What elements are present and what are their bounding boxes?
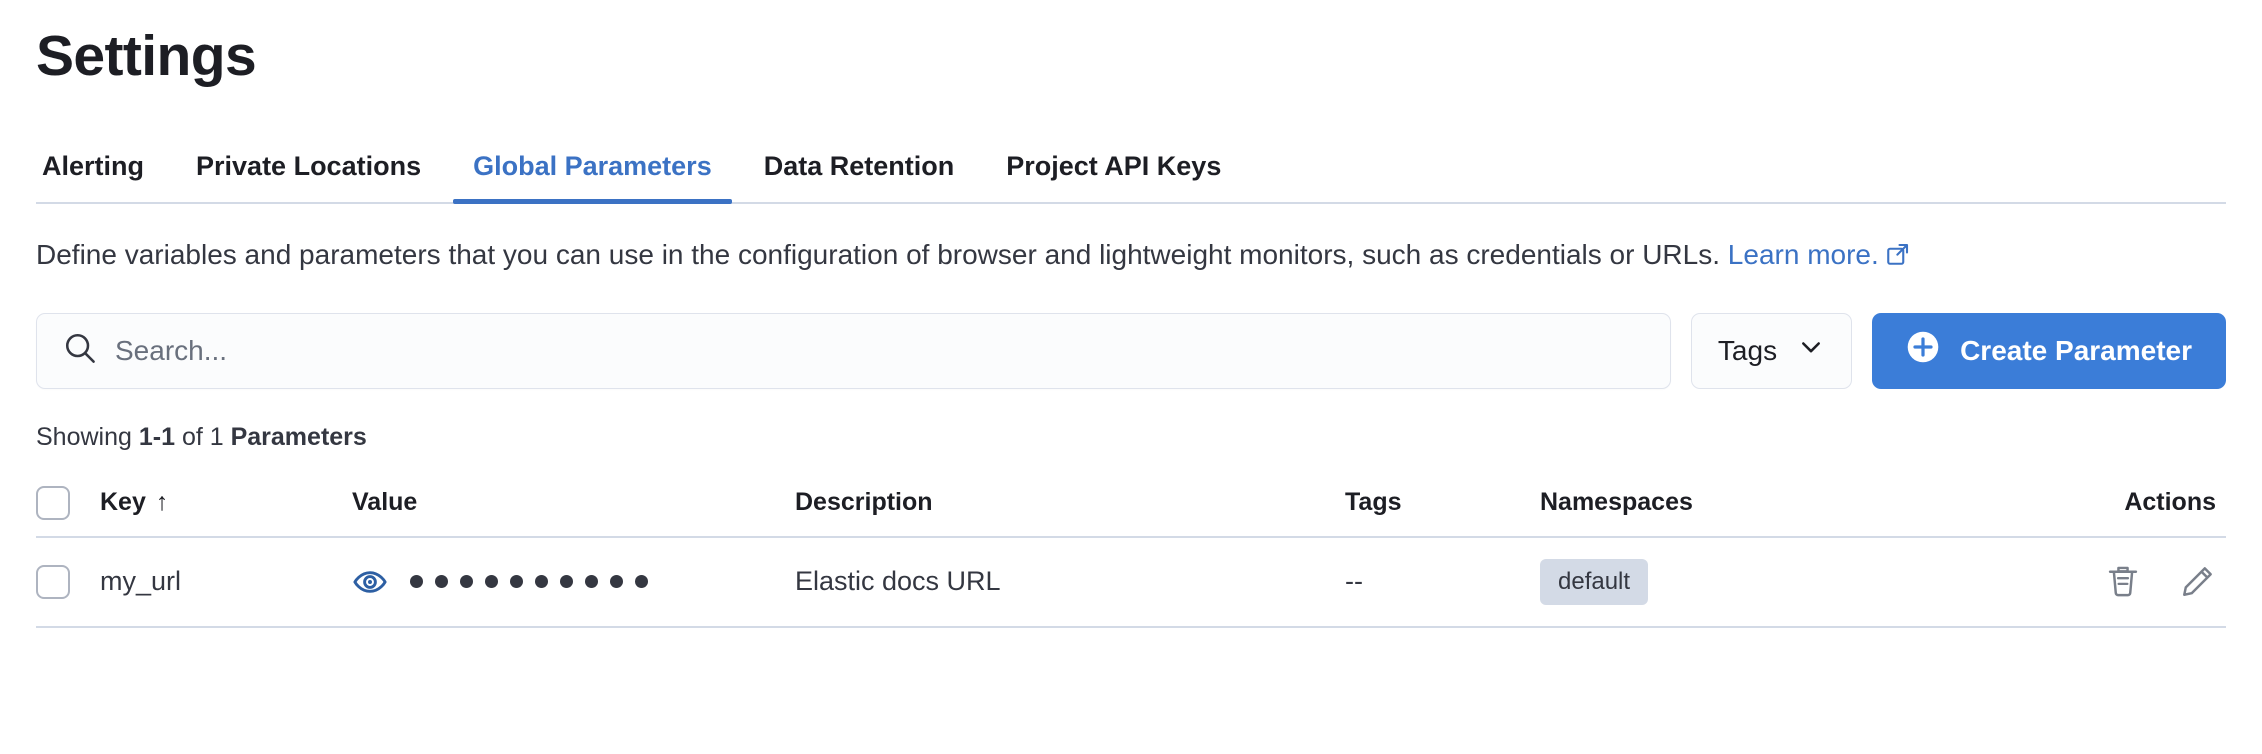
- results-count: Showing 1-1 of 1 Parameters: [36, 423, 2226, 452]
- description-text: Define variables and parameters that you…: [36, 238, 1728, 270]
- trash-icon[interactable]: [2104, 563, 2142, 601]
- column-header-description-label: Description: [795, 488, 933, 517]
- search-placeholder: Search...: [115, 334, 228, 366]
- cell-tags: --: [1345, 566, 1363, 597]
- column-header-namespaces[interactable]: Namespaces: [1540, 488, 2020, 517]
- tags-filter-dropdown[interactable]: Tags: [1690, 312, 1853, 389]
- row-select-checkbox[interactable]: [36, 564, 70, 599]
- column-header-actions: Actions: [2020, 488, 2226, 517]
- column-header-key[interactable]: Key ↑: [100, 488, 352, 517]
- chevron-down-icon: [1797, 333, 1825, 368]
- column-header-description[interactable]: Description: [795, 488, 1345, 517]
- search-input[interactable]: Search...: [36, 312, 1671, 389]
- eye-icon[interactable]: [352, 564, 388, 600]
- masked-value: [410, 575, 648, 589]
- tab-alerting[interactable]: Alerting: [42, 150, 145, 181]
- tab-global-parameters[interactable]: Global Parameters: [447, 152, 738, 204]
- namespace-badge: default: [1540, 558, 1649, 605]
- cell-value: [352, 564, 795, 600]
- cell-namespaces: default: [1540, 558, 2020, 605]
- select-all-cell: [36, 485, 100, 520]
- cell-key: my_url: [100, 566, 182, 597]
- learn-more-link[interactable]: Learn more.: [1727, 238, 1879, 270]
- create-parameter-button[interactable]: Create Parameter: [1872, 312, 2226, 389]
- page-title: Settings: [36, 24, 257, 88]
- cell-description: Elastic docs URL: [795, 566, 1001, 597]
- controls-row: Search... Tags Create Parameter: [36, 312, 2226, 389]
- column-header-tags[interactable]: Tags: [1345, 488, 1540, 517]
- tags-filter-label: Tags: [1717, 334, 1778, 366]
- column-header-tags-label: Tags: [1345, 488, 1402, 517]
- table-header-row: Key ↑ Value Description Tags Namespaces …: [36, 470, 2226, 538]
- tab-project-api-keys[interactable]: Project API Keys: [1006, 150, 1222, 181]
- settings-tabs: Alerting Private Locations Global Parame…: [36, 132, 2226, 204]
- tab-private-locations[interactable]: Private Locations: [196, 150, 422, 181]
- sort-ascending-icon: ↑: [155, 488, 169, 517]
- plus-circle-icon: [1906, 330, 1940, 371]
- results-prefix: Showing: [36, 422, 139, 451]
- table-row: my_url Elastic docs URL -- default: [36, 538, 2226, 628]
- column-header-key-label: Key: [100, 488, 146, 517]
- select-all-checkbox[interactable]: [36, 485, 70, 520]
- parameters-table: Key ↑ Value Description Tags Namespaces …: [36, 470, 2226, 628]
- results-range: 1-1: [138, 422, 175, 451]
- column-header-actions-label: Actions: [2124, 488, 2216, 517]
- create-parameter-label: Create Parameter: [1960, 334, 2192, 366]
- pencil-icon[interactable]: [2178, 563, 2216, 601]
- results-middle: of 1: [175, 422, 231, 451]
- external-link-icon: [1886, 236, 1910, 277]
- tab-data-retention[interactable]: Data Retention: [763, 150, 955, 181]
- search-icon: [63, 331, 97, 370]
- column-header-value-label: Value: [352, 488, 418, 517]
- results-noun: Parameters: [230, 422, 367, 451]
- column-header-value[interactable]: Value: [352, 488, 795, 517]
- page-description: Define variables and parameters that you…: [36, 234, 2216, 277]
- settings-page: Settings Alerting Private Locations Glob…: [36, 24, 2226, 628]
- column-header-namespaces-label: Namespaces: [1540, 488, 1693, 517]
- row-select-cell: [36, 564, 100, 599]
- cell-actions: [2020, 563, 2226, 601]
